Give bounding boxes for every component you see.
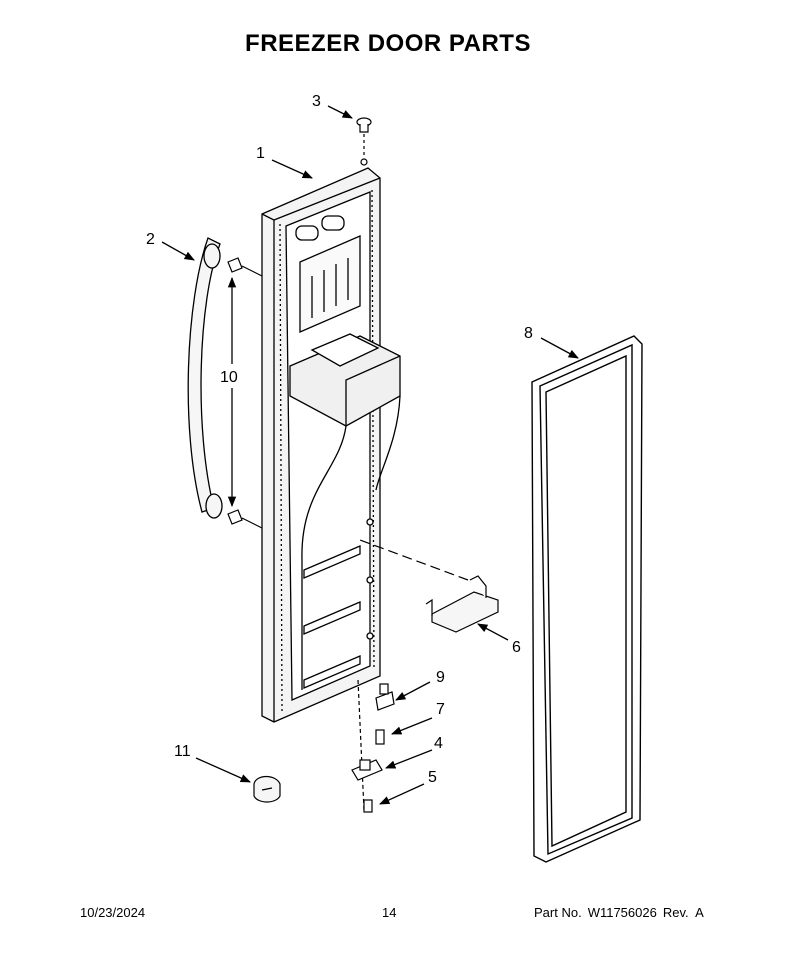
callout-11: 11 — [174, 743, 191, 760]
clip-part — [253, 775, 281, 803]
callout-9: 9 — [436, 669, 445, 686]
callout-4: 4 — [434, 735, 443, 752]
page-title: FREEZER DOOR PARTS — [245, 30, 531, 57]
door-gasket-part — [531, 335, 643, 863]
handle-part — [187, 237, 223, 519]
footer-part-number: W11756026 — [587, 905, 657, 920]
callout-1: 1 — [256, 145, 265, 162]
lower-hinge-parts — [351, 679, 395, 813]
callout-8: 8 — [524, 325, 533, 342]
callout-10: 10 — [220, 369, 238, 386]
footer-revision: Rev. A — [662, 905, 704, 920]
footer-page-number: 14 — [382, 905, 397, 920]
callout-6: 6 — [512, 639, 521, 656]
callout-2: 2 — [146, 231, 155, 248]
footer-date: 10/23/2024 — [80, 905, 146, 920]
callout-3: 3 — [312, 93, 321, 110]
footer-part-label: Part No. — [534, 905, 582, 920]
top-hinge-plug-part — [356, 117, 372, 166]
freezer-door-part — [261, 167, 401, 723]
leader-arrows — [161, 105, 579, 805]
bin-part — [359, 539, 499, 633]
footer-part-info: Part No. W11756026 Rev. A — [534, 905, 710, 920]
callout-5: 5 — [428, 769, 437, 786]
handle-screws-part — [227, 257, 263, 529]
callout-7: 7 — [436, 701, 445, 718]
